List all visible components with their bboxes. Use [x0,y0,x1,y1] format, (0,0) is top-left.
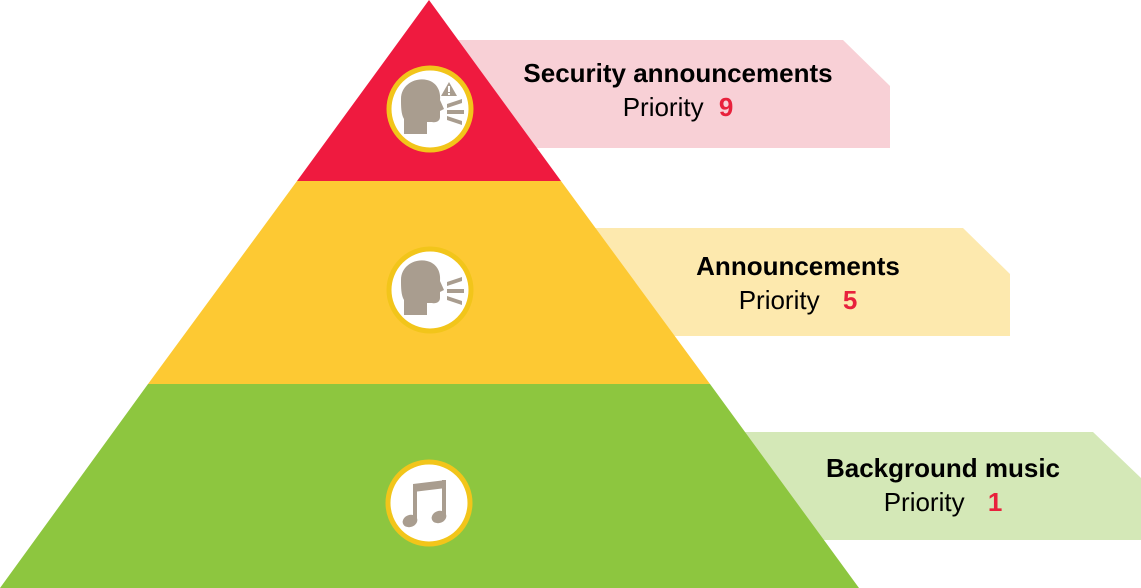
priority-label: Priority [738,285,820,315]
priority-value: 5 [842,285,858,315]
banner-middle [595,228,1010,336]
banner-top [455,40,890,148]
priority-label: Priority [622,92,704,122]
icon-circle-bottom [385,459,473,547]
tier-priority: Priority 1 [743,485,1141,519]
tier-title: Background music [825,453,1061,483]
label-announcements: Announcements Priority 5 [598,249,998,317]
priority-value: 9 [718,92,734,122]
label-security-announcements: Security announcements Priority 9 [478,56,878,124]
speaking-head-warning-icon [401,79,464,134]
speaking-head-icon [401,260,464,315]
label-background-music: Background music Priority 1 [743,451,1141,519]
priority-label: Priority [883,487,965,517]
tier-title: Announcements [696,251,900,281]
tier-priority: Priority 9 [478,90,878,124]
tier-title: Security announcements [523,58,833,88]
banner-bottom [740,432,1141,540]
tier-priority: Priority 5 [598,283,998,317]
priority-value: 1 [987,487,1003,517]
music-note-icon [402,480,447,528]
